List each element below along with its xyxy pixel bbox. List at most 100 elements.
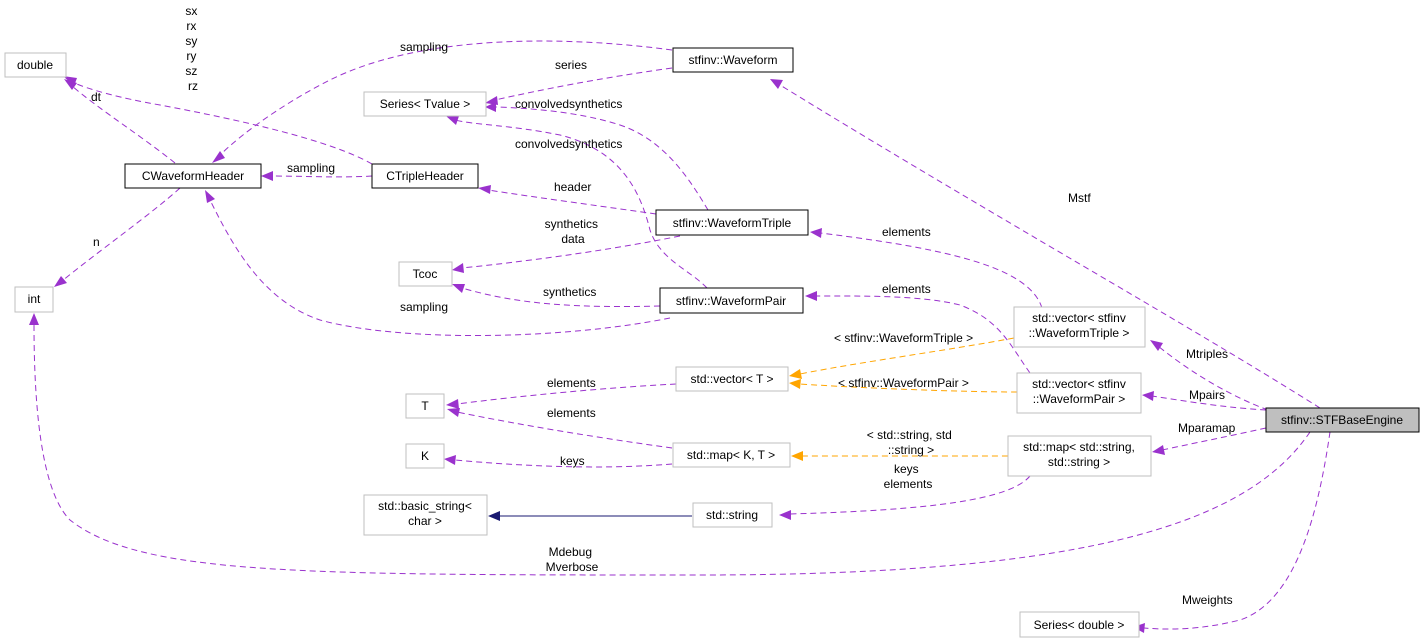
node-waveformtriple-label: stfinv::WaveformTriple [673, 216, 792, 230]
edge-keys-mapkt-k [444, 455, 673, 468]
edge-synthetics-pair-tcoc [452, 284, 661, 308]
edge-rz-ctripleheader-double [63, 76, 373, 165]
edge-label-keys-k: keys [560, 454, 585, 468]
node-vector-t[interactable]: std::vector< T > [675, 366, 789, 392]
node-map-string-string-label-1: std::map< std::string, [1023, 440, 1135, 454]
edge-mpairs-engine-vecpair [1142, 391, 1267, 411]
node-vector-waveformtriple[interactable]: std::vector< stfinv ::WaveformTriple > [1013, 306, 1146, 348]
edge-label-mtriples: Mtriples [1186, 347, 1228, 361]
edge-label-sampling-bottom: sampling [400, 300, 448, 314]
edge-label-rz-etc: sx rx sy ry sz rz [185, 4, 200, 93]
node-vector-t-label: std::vector< T > [691, 372, 774, 386]
edge-dt-cwaveformheader-double [64, 79, 176, 164]
edge-label-sampling-top: sampling [400, 40, 448, 54]
node-waveformtriple[interactable]: stfinv::WaveformTriple [655, 209, 809, 236]
edge-elements-vecpair-pair [805, 291, 1031, 374]
edge-label-tmpl-string: < std::string, std ::string > [867, 428, 955, 457]
edge-label-synthetics-data: synthetics data [545, 217, 602, 246]
node-tcoc-label: Tcoc [413, 267, 438, 281]
node-ctripleheader[interactable]: CTripleHeader [371, 163, 479, 189]
node-series-tvalue[interactable]: Series< Tvalue > [363, 91, 487, 117]
edge-syntheticsdata-triple-tcoc [452, 235, 681, 273]
edge-label-elements-pair: elements [882, 282, 931, 296]
node-double[interactable]: double [4, 52, 67, 78]
edge-label-dt: dt [91, 90, 102, 104]
node-vector-waveformtriple-label-1: std::vector< stfinv [1032, 311, 1126, 325]
edge-tmpl-vectriple-vectort [789, 337, 1015, 379]
edge-label-mpairs: Mpairs [1189, 388, 1225, 402]
edge-label-elements-triple: elements [882, 225, 931, 239]
edge-label-mdebug: Mdebug Mverbose [546, 545, 599, 574]
node-vector-waveformpair-label-2: ::WaveformPair > [1033, 392, 1126, 406]
edges [29, 40, 1331, 633]
edge-n-cwaveformheader-int [54, 187, 181, 287]
node-int[interactable]: int [14, 286, 54, 313]
edge-mstf-engine-waveform [770, 79, 1321, 409]
edge-sampling-pair-cwaveformheader [205, 190, 671, 337]
edge-label-tmpl-pair: < stfinv::WaveformPair > [838, 376, 969, 390]
edge-label-elements-t1: elements [547, 376, 596, 390]
edge-elements-vectriple-triple [810, 228, 1043, 309]
edge-label-convolved-2: convolvedsynthetics [515, 137, 622, 151]
edge-mtriples-engine-vectriple [1150, 340, 1269, 411]
edge-mdebug-engine-int [29, 313, 1311, 576]
edge-label-series: series [555, 58, 587, 72]
node-int-label: int [28, 292, 41, 306]
node-double-label: double [17, 58, 53, 72]
edge-labels: sx rx sy ry sz rz sampling dt series con… [91, 4, 1236, 607]
edge-label-keys-elements: keys elements [884, 462, 933, 491]
edge-sampling-waveform-cwaveformheader [212, 40, 673, 163]
edge-label-convolved-1: convolvedsynthetics [515, 97, 622, 111]
edge-inherit-string-basicstring [488, 511, 692, 521]
edge-mparamap-engine-mapss [1152, 427, 1267, 455]
edge-elements-vectort-t [446, 383, 677, 409]
node-ctripleheader-label: CTripleHeader [386, 169, 464, 183]
edge-label-sampling-mid: sampling [287, 161, 335, 175]
node-series-double[interactable]: Series< double > [1019, 611, 1140, 638]
edge-label-tmpl-triple: < stfinv::WaveformTriple > [834, 331, 973, 345]
edge-label-mweights: Mweights [1182, 593, 1233, 607]
node-vector-waveformpair[interactable]: std::vector< stfinv ::WaveformPair > [1016, 372, 1142, 414]
edge-label-mparamap: Mparamap [1178, 421, 1236, 435]
edge-label-header: header [554, 180, 591, 194]
node-waveform[interactable]: stfinv::Waveform [672, 47, 794, 73]
node-waveformpair-label: stfinv::WaveformPair [676, 294, 786, 308]
edge-convolved-pair-series [446, 116, 708, 289]
edge-header-triple-ctripleheader [478, 185, 657, 215]
edge-label-n: n [93, 235, 100, 249]
edge-label-elements-t2: elements [547, 406, 596, 420]
nodes: double Series< Tvalue > stfinv::Waveform… [4, 47, 1420, 638]
node-std-string-label: std::string [706, 508, 758, 522]
edge-tmpl-mapss-mapkt [791, 451, 1008, 461]
node-stfbaseengine-label: stfinv::STFBaseEngine [1281, 413, 1403, 427]
edge-elements-mapkt-t [447, 408, 673, 449]
node-t[interactable]: T [405, 393, 445, 419]
node-series-double-label: Series< double > [1034, 618, 1125, 632]
edge-keyselements-mapss-string [779, 475, 1031, 520]
edge-convolved-triple-series [485, 102, 709, 211]
node-basic-string-label-1: std::basic_string< [378, 499, 472, 513]
node-tcoc[interactable]: Tcoc [398, 261, 453, 287]
node-series-tvalue-label: Series< Tvalue > [380, 97, 471, 111]
node-k[interactable]: K [405, 443, 445, 469]
node-map-string-string-label-2: std::string > [1048, 455, 1110, 469]
edge-tmpl-vecpair-vectort [789, 379, 1018, 393]
node-map-kt[interactable]: std::map< K, T > [672, 442, 791, 468]
node-vector-waveformpair-label-1: std::vector< stfinv [1032, 377, 1126, 391]
node-vector-waveformtriple-label-2: ::WaveformTriple > [1029, 326, 1130, 340]
edge-label-synthetics: synthetics [543, 285, 596, 299]
node-t-label: T [421, 399, 429, 413]
node-std-string[interactable]: std::string [692, 502, 773, 528]
node-k-label: K [421, 449, 429, 463]
node-basic-string[interactable]: std::basic_string< char > [363, 494, 488, 536]
node-cwaveformheader-label: CWaveformHeader [142, 169, 244, 183]
edge-label-mstf: Mstf [1068, 191, 1091, 205]
node-waveform-label: stfinv::Waveform [689, 53, 778, 67]
node-basic-string-label-2: char > [408, 514, 442, 528]
node-stfbaseengine[interactable]: stfinv::STFBaseEngine [1265, 407, 1420, 433]
node-waveformpair[interactable]: stfinv::WaveformPair [659, 287, 804, 314]
node-map-kt-label: std::map< K, T > [687, 448, 775, 462]
node-cwaveformheader[interactable]: CWaveformHeader [124, 163, 262, 189]
node-map-string-string[interactable]: std::map< std::string, std::string > [1007, 435, 1152, 477]
